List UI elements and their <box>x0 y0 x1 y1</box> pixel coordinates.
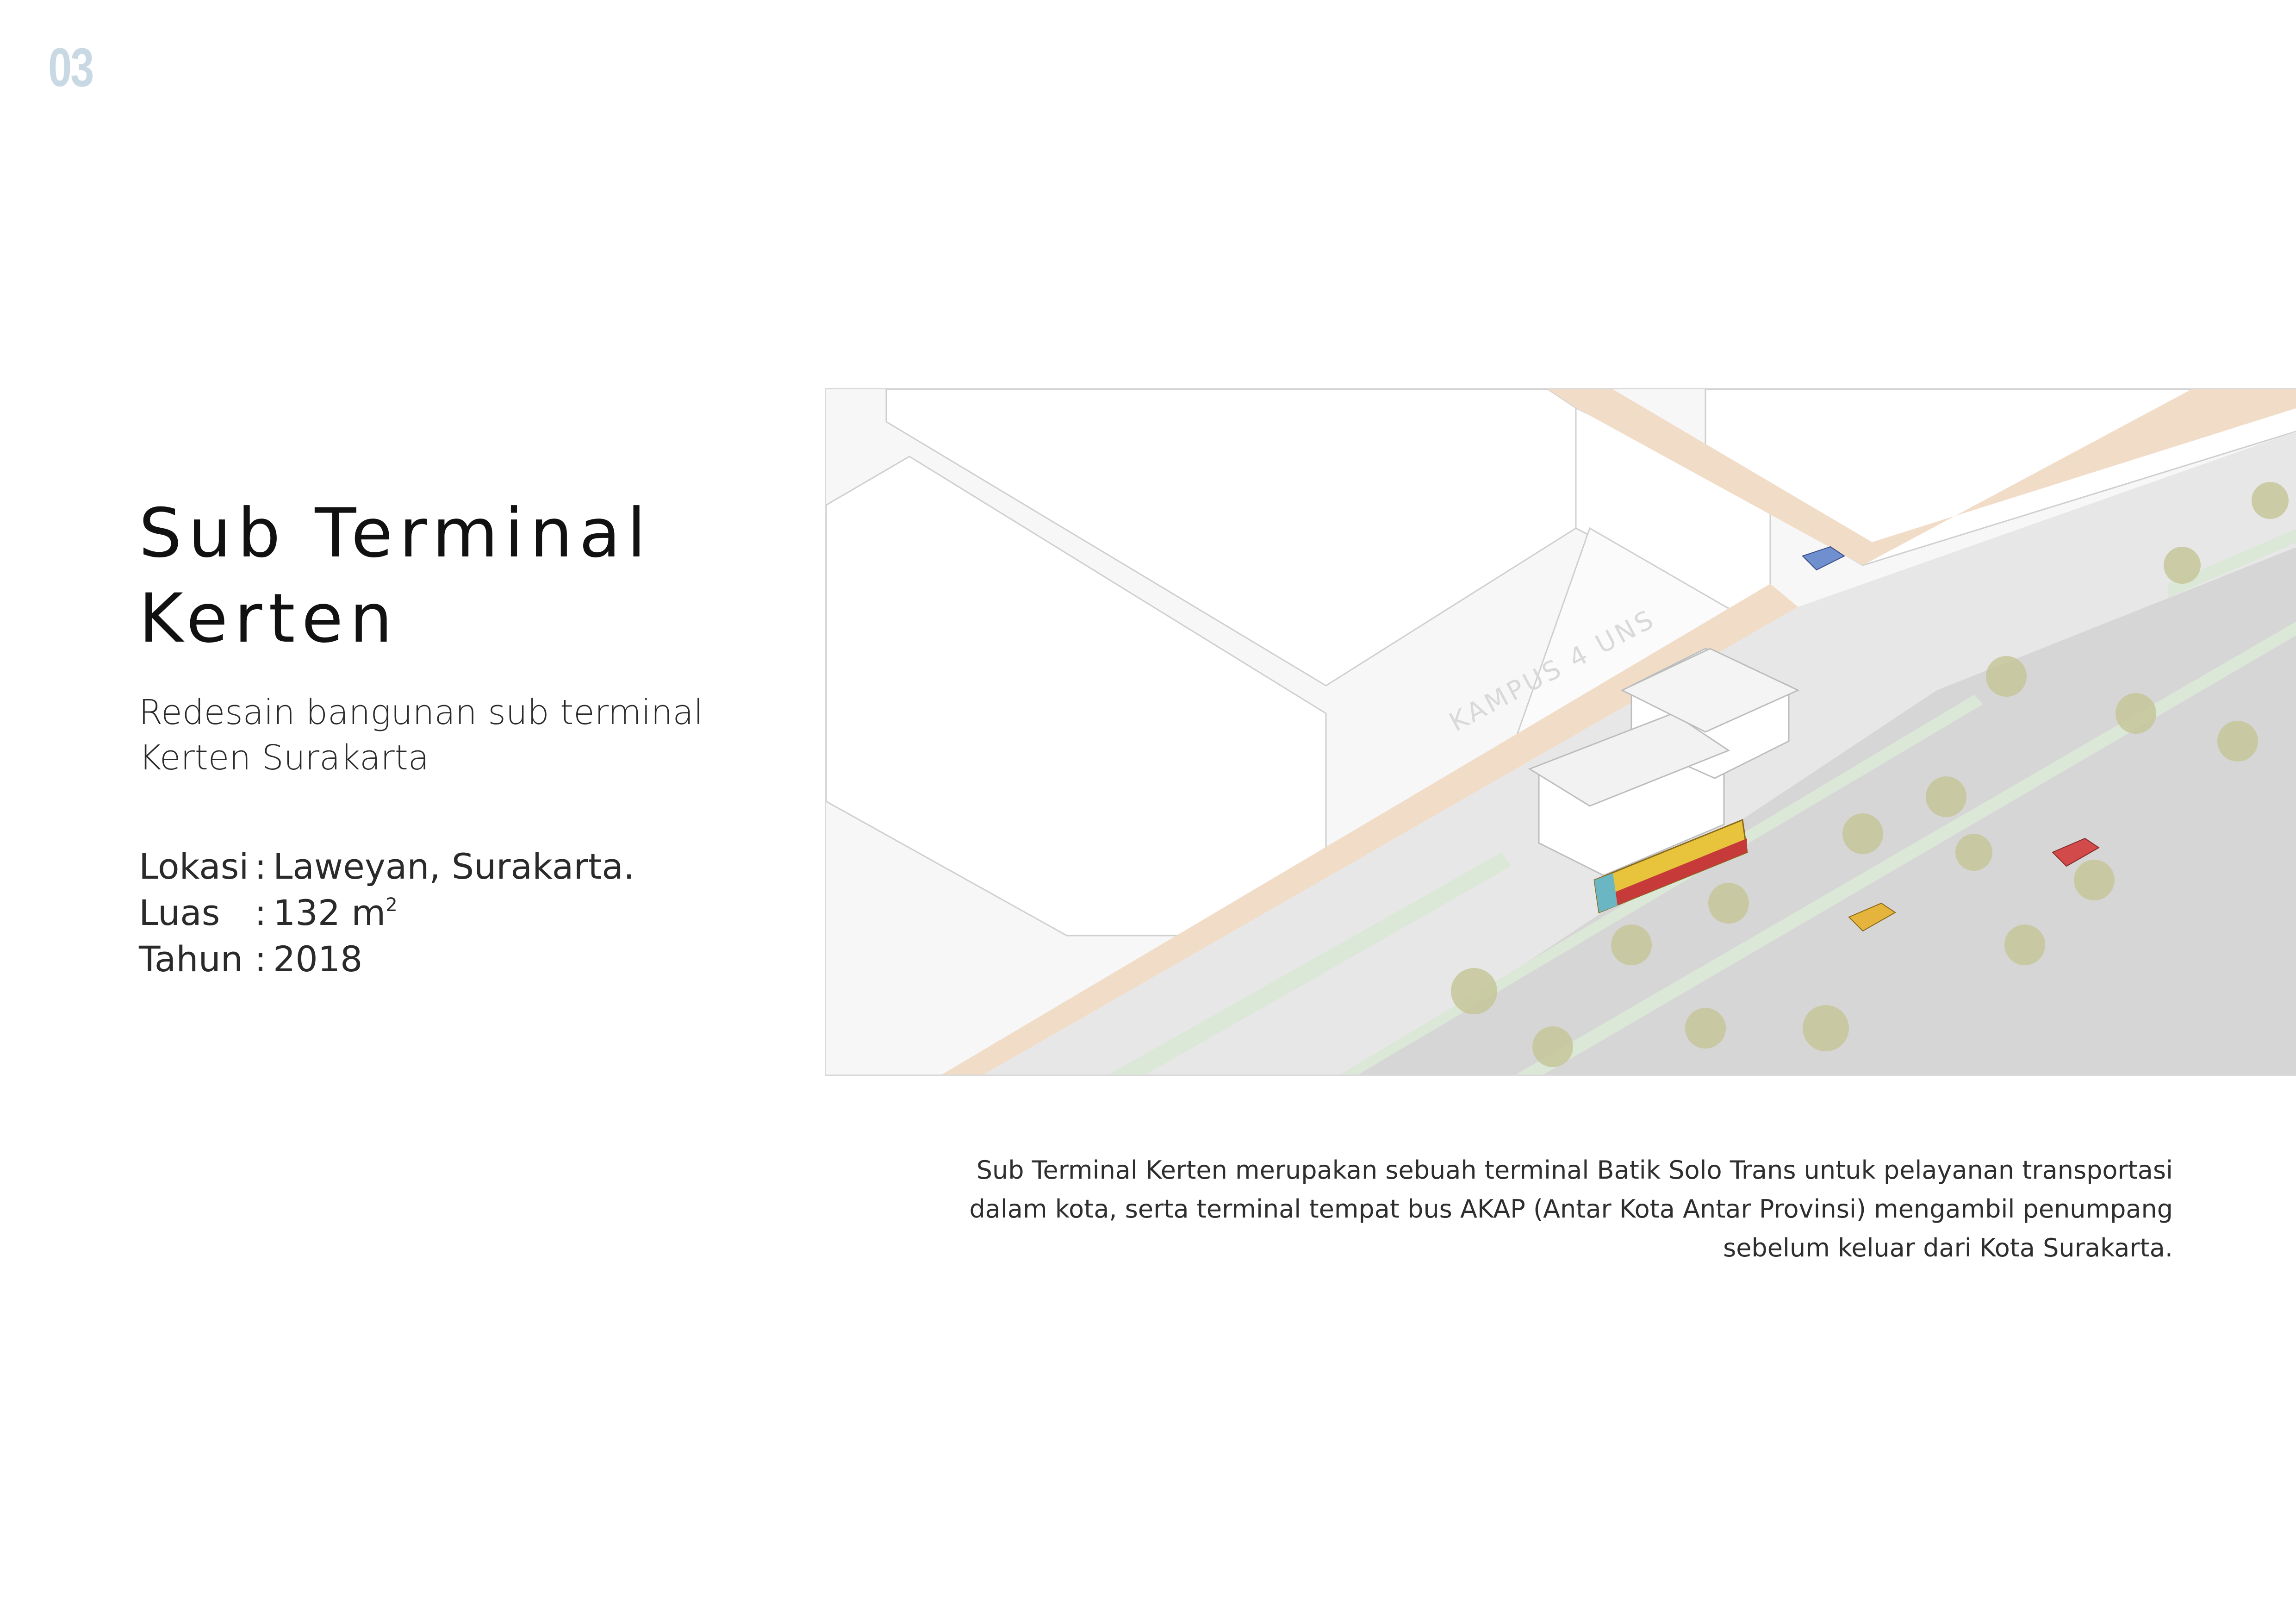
car-blue <box>1802 546 1845 571</box>
info-row-year: Tahun : 2018 <box>139 936 635 982</box>
site-drawing-svg: KAMPUS 4 UNS <box>826 389 2296 1074</box>
info-label: Tahun <box>139 938 243 980</box>
info-value: 132 m2 <box>273 890 398 936</box>
info-separator: : <box>255 892 267 933</box>
project-description: Sub Terminal Kerten merupakan sebuah ter… <box>969 1156 2173 1262</box>
car-yellow <box>1848 902 1896 932</box>
info-row-location: Lokasi : Laweyan, Surakarta. <box>139 843 635 890</box>
sidewalk-edge-west <box>942 584 1798 1074</box>
superscript: 2 <box>386 894 398 916</box>
road-carriageway <box>1358 547 2296 1074</box>
info-separator: : <box>255 938 267 980</box>
info-value-text: 132 m <box>273 892 386 933</box>
sidewalk-edge-north <box>1548 389 2296 565</box>
project-info: Lokasi : Laweyan, Surakarta. Luas : 132 … <box>139 843 635 982</box>
trees <box>1451 482 2289 1067</box>
terminal-building <box>1528 648 1800 876</box>
title-line-2: Kerten <box>139 579 399 658</box>
site-axonometric-drawing: KAMPUS 4 UNS <box>825 388 2296 1076</box>
info-label: Luas <box>139 892 220 933</box>
green-strip-1 <box>1108 852 1511 1074</box>
title-line-1: Sub Terminal <box>139 494 653 573</box>
page-number: 03 <box>48 37 94 98</box>
info-value: 2018 <box>273 938 363 980</box>
info-separator: : <box>255 846 267 887</box>
bus <box>1593 818 1748 914</box>
info-label: Lokasi <box>139 846 249 887</box>
subtitle: Redesain bangunan sub terminal Kerten Su… <box>139 693 703 778</box>
page-title: Sub Terminal Kerten <box>139 491 652 661</box>
car-red <box>2052 837 2100 867</box>
green-strip-4 <box>2168 529 2296 598</box>
info-value: Laweyan, Surakarta. <box>273 846 635 887</box>
info-row-area: Luas : 132 m2 <box>139 890 635 936</box>
